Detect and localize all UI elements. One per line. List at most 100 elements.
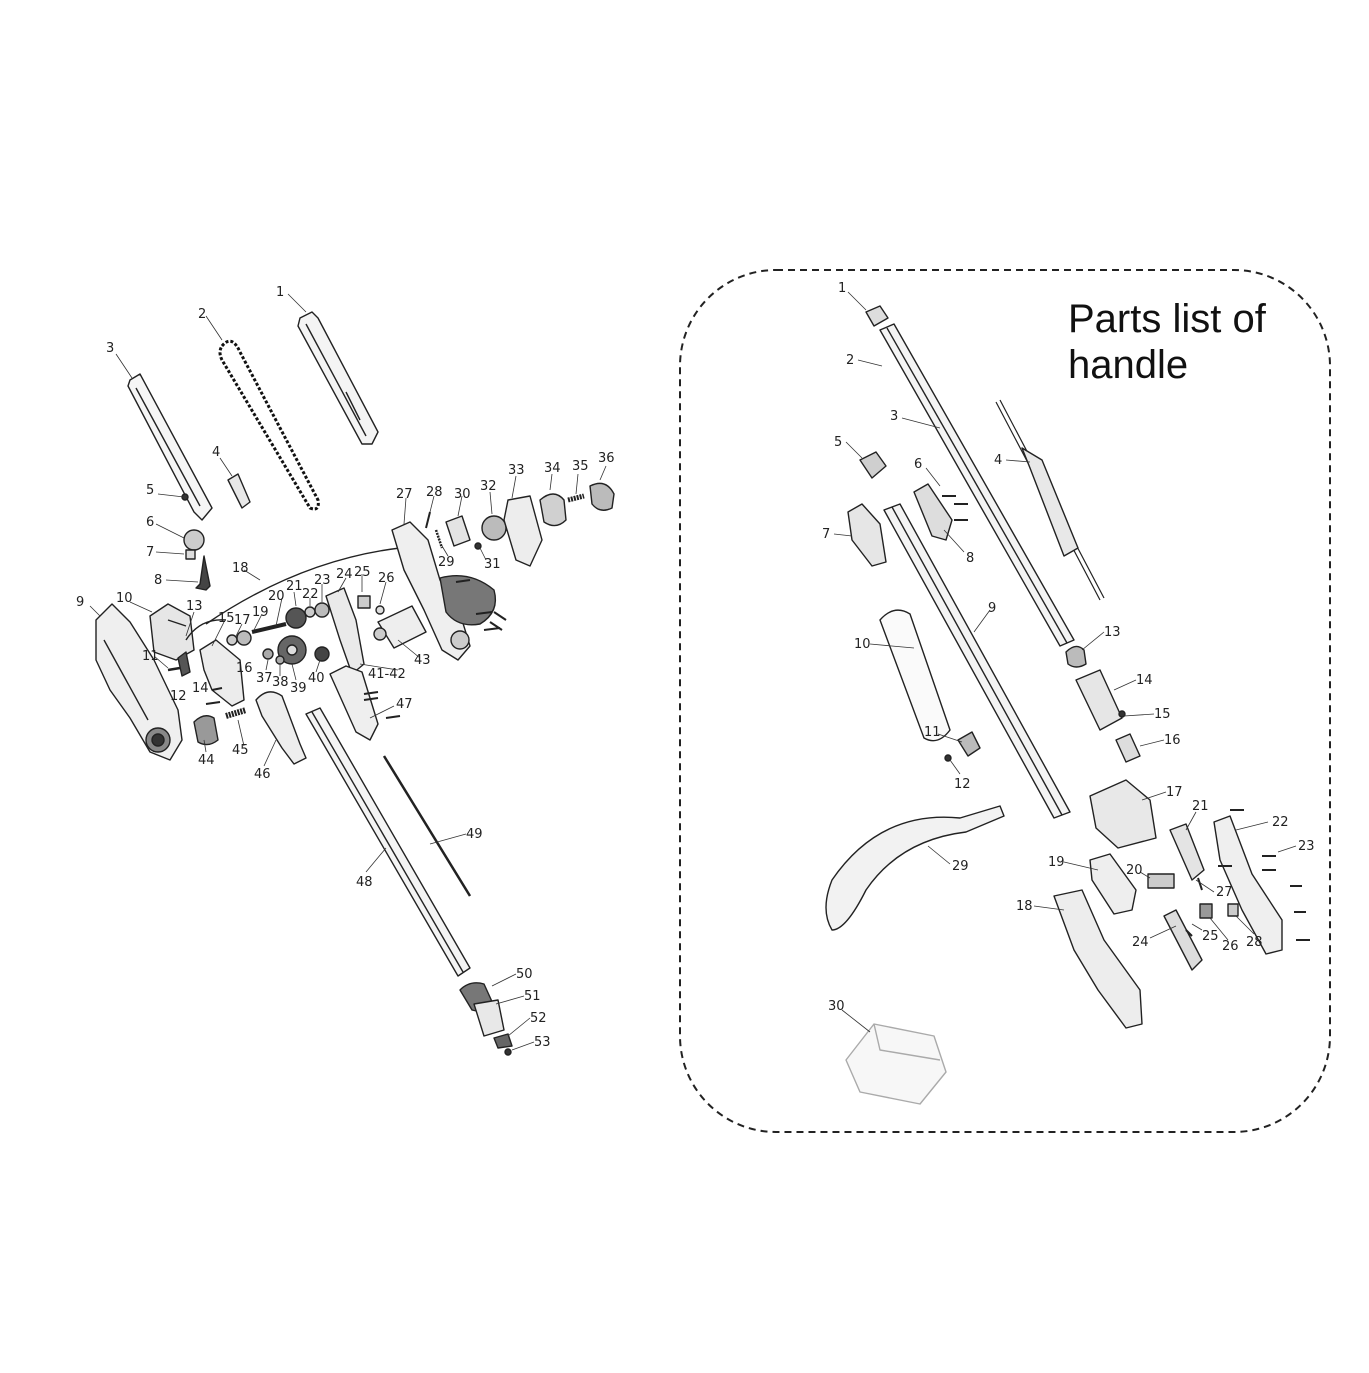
guide-bar-part xyxy=(127,373,213,521)
handle-leader-lines xyxy=(833,291,1297,1033)
drive-rod-part xyxy=(382,755,472,897)
callout-main-43: 43 xyxy=(414,653,431,668)
bar-cover-part xyxy=(297,311,379,445)
handle-fastener-screws xyxy=(942,495,1310,941)
battery-cover-part xyxy=(1169,823,1205,881)
callout-main-19: 19 xyxy=(252,605,269,620)
handle-screw-part xyxy=(944,754,952,762)
callout-main-29: 29 xyxy=(438,555,455,570)
callout-main-16: 16 xyxy=(236,661,253,676)
callout-handle-18: 18 xyxy=(1016,899,1033,914)
callout-handle-19: 19 xyxy=(1048,855,1065,870)
bar-plate-part xyxy=(227,473,251,509)
gearbox-plate-part xyxy=(325,587,365,675)
clip-part xyxy=(859,451,887,479)
small-nut-part xyxy=(375,605,385,615)
oil-tank-part xyxy=(149,603,195,661)
lower-tube-part xyxy=(883,503,1071,819)
main-tube-part xyxy=(305,707,471,977)
o-ring-part xyxy=(1118,710,1126,718)
screw-part-28 xyxy=(425,511,431,529)
callout-main-27: 27 xyxy=(396,487,413,502)
callout-main-40: 40 xyxy=(308,671,325,686)
switch-core-part xyxy=(1115,733,1141,763)
charger-part xyxy=(845,1023,947,1105)
callout-main-31: 31 xyxy=(484,557,501,572)
callout-handle-17: 17 xyxy=(1166,785,1183,800)
callout-main-21: 21 xyxy=(286,579,303,594)
spring-part-27 xyxy=(1197,877,1203,891)
drive-shaft-part xyxy=(251,622,287,634)
small-bearing-part-2 xyxy=(275,655,285,665)
callout-handle-9: 9 xyxy=(988,601,996,616)
nut-part xyxy=(185,549,196,560)
callout-handle-12: 12 xyxy=(954,777,971,792)
main-leader-lines xyxy=(89,293,607,1051)
callout-handle-22: 22 xyxy=(1272,815,1289,830)
spring-part-35 xyxy=(567,493,585,503)
callout-main-6: 6 xyxy=(146,515,154,530)
callout-main-30: 30 xyxy=(454,487,471,502)
callout-handle-21: 21 xyxy=(1192,799,1209,814)
callout-main-1: 1 xyxy=(276,285,284,300)
callout-handle-27: 27 xyxy=(1216,885,1233,900)
callout-handle-11: 11 xyxy=(924,725,941,740)
callout-main-14: 14 xyxy=(192,681,209,696)
spacer-part xyxy=(304,606,316,618)
switch-part xyxy=(1199,903,1213,919)
clamp-part xyxy=(847,503,887,567)
callout-handle-15: 15 xyxy=(1154,707,1171,722)
drive-cable-part xyxy=(995,399,1105,601)
callout-main-37: 37 xyxy=(256,671,273,686)
terminal-block-part xyxy=(1147,873,1175,889)
callout-main-12: 12 xyxy=(170,689,187,704)
callout-main-10: 10 xyxy=(116,591,133,606)
callout-main-24: 24 xyxy=(336,567,353,582)
rear-handle-right-part xyxy=(1213,815,1283,955)
screw-part-53 xyxy=(504,1048,512,1056)
gear-part xyxy=(285,607,307,629)
tensioner-part xyxy=(183,529,205,551)
handle-panel-title: Parts list of handle xyxy=(1068,296,1266,388)
oil-pin-part xyxy=(195,555,211,591)
callout-main-41-42: 41-42 xyxy=(368,667,406,682)
callout-main-5: 5 xyxy=(146,483,154,498)
callout-main-35: 35 xyxy=(572,459,589,474)
cap-part-36 xyxy=(589,482,615,511)
latch-part xyxy=(913,483,953,541)
callout-main-51: 51 xyxy=(524,989,541,1004)
tube-cap-part xyxy=(865,305,889,327)
callout-main-13: 13 xyxy=(186,599,203,614)
callout-main-39: 39 xyxy=(290,681,307,696)
coupler-part xyxy=(357,595,371,609)
handle-assembly-drawing xyxy=(825,305,1310,1105)
callout-handle-28: 28 xyxy=(1246,935,1263,950)
callout-main-32: 32 xyxy=(480,479,497,494)
callout-handle-13: 13 xyxy=(1104,625,1121,640)
main-callouts: 1 2 3 4 5 6 7 8 9 10 11 12 13 14 15 16 1… xyxy=(76,285,615,1050)
foam-grip-part xyxy=(879,609,951,742)
callout-handle-20: 20 xyxy=(1126,863,1143,878)
callout-main-52: 52 xyxy=(530,1011,547,1026)
shoulder-strap-part xyxy=(825,805,1005,931)
plate-part-30 xyxy=(445,515,471,547)
head-housing-part xyxy=(95,603,183,761)
handle-callouts: 1 2 3 4 5 6 7 8 9 10 11 12 13 14 15 16 1… xyxy=(822,281,1315,1014)
callout-handle-10: 10 xyxy=(854,637,871,652)
callout-main-45: 45 xyxy=(232,743,249,758)
callout-main-34: 34 xyxy=(544,461,561,476)
knob-part xyxy=(539,493,567,527)
callout-handle-29: 29 xyxy=(952,859,969,874)
callout-main-9: 9 xyxy=(76,595,84,610)
callout-handle-4: 4 xyxy=(994,453,1002,468)
small-screw-part xyxy=(167,666,181,672)
callout-main-4: 4 xyxy=(212,445,220,460)
callout-main-50: 50 xyxy=(516,967,533,982)
callout-handle-14: 14 xyxy=(1136,673,1153,688)
callout-main-15: 15 xyxy=(218,611,235,626)
small-spring-part xyxy=(1185,929,1193,937)
trigger-part xyxy=(1163,909,1203,971)
callout-main-11: 11 xyxy=(142,649,159,664)
callout-main-28: 28 xyxy=(426,485,443,500)
